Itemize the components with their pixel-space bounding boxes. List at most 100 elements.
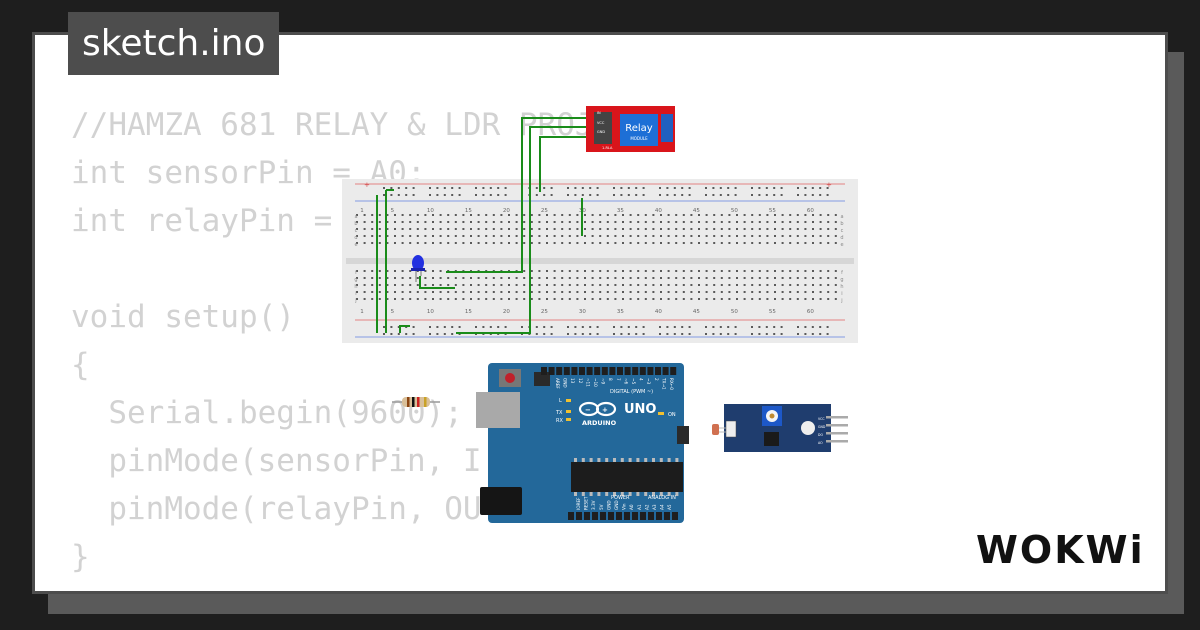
breadboard-hole — [530, 242, 533, 244]
breadboard-hole — [394, 235, 396, 237]
rail-hole — [596, 326, 599, 328]
rail-hole — [727, 326, 730, 328]
ldr-module[interactable]: VCC GND DO AO — [712, 404, 848, 452]
breadboard-hole — [530, 284, 533, 286]
rail-hole — [819, 326, 822, 328]
breadboard-hole — [538, 242, 541, 244]
rail-hole — [751, 194, 753, 196]
rail-hole — [819, 194, 822, 196]
breadboard-hole — [378, 298, 381, 300]
breadboard-hole — [637, 291, 640, 293]
breadboard-hole — [470, 228, 472, 230]
wires[interactable] — [376, 117, 586, 334]
breadboard-hole — [584, 277, 586, 279]
rail-hole — [620, 187, 623, 189]
breadboard-hole — [690, 214, 693, 216]
breadboard-hole — [728, 298, 731, 300]
rail-hole — [521, 326, 523, 328]
breadboard-hole — [515, 221, 518, 223]
rail-hole — [489, 326, 492, 328]
breadboard-hole — [705, 270, 708, 272]
breadboard-hole — [553, 242, 556, 244]
column-number: 5 — [391, 309, 395, 315]
breadboard-hole — [477, 277, 480, 279]
rail-hole — [550, 194, 553, 196]
breadboard-hole — [751, 298, 754, 300]
breadboard-hole — [614, 298, 617, 300]
breadboard-hole — [698, 214, 700, 216]
breadboard-hole — [401, 221, 404, 223]
column-number: 10 — [427, 208, 434, 214]
rail-hole — [397, 326, 400, 328]
arduino-logo: − + — [578, 401, 617, 417]
breadboard-hole — [378, 242, 381, 244]
breadboard-hole — [758, 235, 761, 237]
rail-hole — [804, 194, 807, 196]
breadboard-hole — [394, 242, 396, 244]
resistor[interactable] — [392, 397, 440, 407]
breadboard-hole — [439, 214, 442, 216]
row-letter: j — [354, 298, 356, 304]
breadboard-hole — [774, 214, 776, 216]
power-analog-pin-label: RESET — [584, 496, 589, 510]
breadboard-hole — [568, 284, 571, 286]
breadboard-hole — [743, 214, 746, 216]
rail-hole — [405, 187, 408, 189]
breadboard-hole — [356, 291, 358, 293]
rail-hole — [613, 333, 615, 335]
rail-hole — [673, 194, 676, 196]
breadboard-hole — [432, 270, 434, 272]
atmega-chip-pins — [574, 458, 679, 496]
breadboard-hole — [774, 235, 776, 237]
rail-hole — [804, 187, 807, 189]
breadboard-hole — [698, 242, 700, 244]
breadboard-hole — [546, 291, 548, 293]
breadboard-hole — [561, 270, 564, 272]
breadboard-hole — [644, 277, 647, 279]
rail-hole — [581, 333, 584, 335]
svg-text:+: + — [826, 181, 832, 189]
breadboard-hole — [834, 298, 837, 300]
row-letter: a — [840, 214, 843, 220]
wire-led-leg — [419, 276, 455, 289]
breadboard-hole — [553, 277, 556, 279]
led[interactable] — [411, 255, 425, 282]
breadboard-hole — [652, 242, 655, 244]
rail-hole — [727, 333, 730, 335]
breadboard-hole — [439, 242, 442, 244]
rail-hole — [751, 326, 753, 328]
breadboard-hole — [690, 277, 693, 279]
rail-hole — [712, 187, 715, 189]
row-letter: b — [840, 221, 843, 227]
breadboard-hole — [758, 221, 761, 223]
breadboard-hole — [629, 214, 632, 216]
filename-tab[interactable]: sketch.ino — [68, 12, 280, 75]
chip-pin — [581, 492, 585, 496]
breadboard-hole — [378, 235, 381, 237]
row-letter: e — [354, 242, 357, 248]
breadboard-hole — [690, 291, 693, 293]
rail-hole — [535, 326, 538, 328]
breadboard-hole — [789, 298, 792, 300]
breadboard-hole — [660, 298, 662, 300]
breadboard-hole — [637, 298, 640, 300]
breadboard-hole — [743, 291, 746, 293]
breadboard-hole — [736, 291, 738, 293]
ldr-pin-vcc: VCC — [818, 417, 825, 421]
breadboard-hole — [629, 298, 632, 300]
breadboard-hole — [515, 214, 518, 216]
breadboard-hole — [470, 235, 472, 237]
relay-module[interactable]: Relay MODULE IN VCC GND 1-RLA — [586, 106, 675, 152]
rail-hole — [780, 187, 783, 189]
breadboard-hole — [675, 284, 678, 286]
rail-hole — [642, 333, 645, 335]
chip-pin — [574, 458, 577, 462]
rail-hole — [627, 194, 630, 196]
breadboard-hole — [401, 214, 404, 216]
breadboard-hole — [599, 214, 602, 216]
breadboard-hole — [378, 221, 381, 223]
breadboard-hole — [728, 284, 731, 286]
